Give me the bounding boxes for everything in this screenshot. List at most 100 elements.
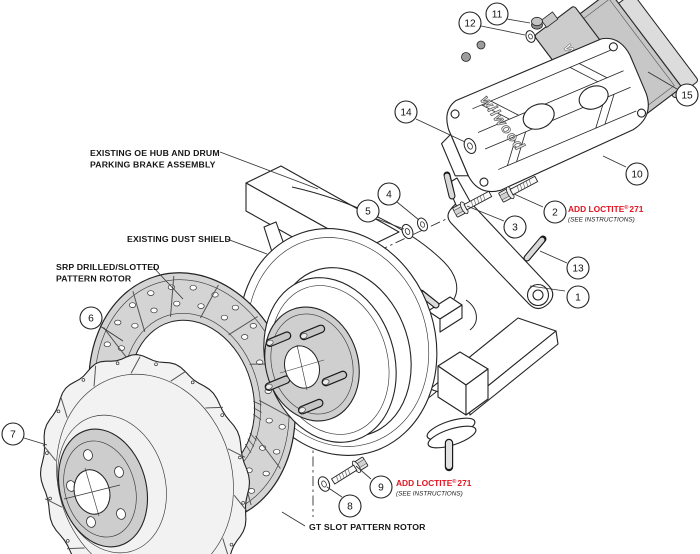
leader-15	[647, 71, 678, 90]
bolt-2	[498, 175, 539, 203]
gt-bolt-holes	[66, 449, 126, 528]
callout-3	[503, 215, 527, 239]
rotor-slot	[228, 316, 258, 336]
callout-14-number: 14	[400, 108, 412, 119]
rim-dimple	[45, 451, 49, 455]
callout-6-number: 6	[88, 314, 94, 325]
loctite-upper-pre: ADD LOCTITE	[568, 204, 625, 214]
gt-slot	[227, 448, 246, 458]
loctite-lower-reg: ®	[452, 478, 457, 485]
callout-4	[377, 182, 401, 206]
callout-12-number: 12	[464, 19, 476, 30]
bolt-3-thread	[470, 200, 474, 207]
rim-dimple	[115, 361, 120, 366]
gt-bolt-hole	[83, 449, 93, 461]
bolt-9-thread	[344, 470, 348, 477]
drill-hole	[147, 290, 155, 296]
stud-tip	[266, 339, 274, 346]
bolt-2-thread	[519, 184, 523, 190]
loctite-lower-pre: ADD LOCTITE	[396, 478, 453, 488]
gt-bolt-hole	[116, 508, 126, 520]
rotor-slot	[199, 284, 219, 319]
gt-slot	[222, 538, 229, 554]
leader-lines	[23, 18, 678, 527]
drill-hole	[241, 334, 249, 340]
vane-hatch	[253, 400, 262, 406]
pad1-tab-left	[540, 11, 559, 29]
callout-15-number: 15	[681, 91, 693, 102]
text-labels: EXISTING OE HUB AND DRUM PARKING BRAKE A…	[56, 148, 644, 532]
wheel-studs	[264, 324, 348, 415]
leader-5	[376, 218, 405, 230]
gt-bore-crosshair-v	[84, 467, 100, 517]
callout-13	[566, 256, 590, 280]
caliper-bolt-br	[636, 108, 647, 118]
bolt-3-thread	[482, 194, 486, 201]
drill-hole	[150, 307, 158, 314]
gt-bolt-hole	[86, 516, 96, 528]
gt-dimples	[45, 361, 245, 547]
label-srp-line2: PATTERN ROTOR	[56, 274, 132, 284]
bolt-3-thread	[473, 199, 477, 205]
bracket-boss-hole	[532, 289, 544, 301]
gt-slot	[42, 444, 57, 462]
rim-dimple	[229, 542, 234, 547]
callout-2	[543, 200, 567, 224]
leader-2	[513, 193, 544, 208]
leader-8	[326, 486, 343, 498]
note-loctite-lower: ADD LOCTITE®271	[396, 478, 472, 488]
gt-slot	[130, 356, 141, 374]
gt-slot	[60, 397, 68, 418]
bleed-screw-2	[476, 40, 486, 50]
mount-block-right	[465, 368, 489, 416]
bolt-9-thread	[341, 472, 345, 479]
drill-hole	[265, 417, 273, 424]
drill-hole	[128, 302, 137, 308]
leader-label-srp	[152, 266, 184, 300]
gt-band-inner	[56, 373, 234, 554]
caliper-inlet-block	[441, 133, 469, 177]
hub-bore-crosshair-v	[296, 344, 308, 391]
rim-dimple	[190, 380, 195, 385]
callout-5	[356, 199, 380, 223]
leader-3	[466, 205, 505, 222]
stud-tip	[265, 383, 273, 390]
bolt-2-thread	[525, 180, 529, 187]
callout-2-number: 2	[552, 208, 558, 219]
drill-hole	[249, 323, 257, 329]
label-dust-shield: EXISTING DUST SHIELD	[127, 234, 231, 244]
axle-bracket-assembly	[417, 289, 559, 472]
drill-hole	[173, 300, 181, 307]
caliper-piston-1	[522, 103, 555, 130]
drill-hole	[114, 319, 122, 326]
drill-hole	[220, 314, 228, 321]
caliper-bolt-bl	[479, 177, 489, 187]
vane-hatch	[249, 432, 257, 441]
washer-12-bore	[528, 33, 533, 40]
callout-11-number: 11	[492, 10, 503, 21]
vane-hatch	[247, 438, 255, 447]
callout-1-number: 1	[575, 293, 581, 304]
leader-13	[539, 250, 568, 264]
callout-5-number: 5	[365, 207, 371, 218]
rim-dimple	[154, 362, 158, 366]
bolt-9	[330, 456, 369, 485]
cap-nut-11-top	[531, 16, 543, 27]
callout-9-number: 9	[378, 483, 384, 494]
drill-hole	[262, 470, 270, 477]
drill-hole	[231, 304, 239, 311]
bolt-2-thread	[516, 185, 520, 192]
callout-13-number: 13	[572, 264, 584, 275]
bolt-3-thread	[476, 197, 480, 204]
callout-15	[675, 83, 699, 107]
callouts: 1 2 3 4 5 6 7 8 9 10 11 12 13 14 15	[1, 2, 699, 518]
gt-slot	[233, 494, 248, 512]
drum-hub-assembly	[263, 267, 412, 443]
rotor-slot	[255, 435, 281, 469]
rim-dimple	[56, 409, 61, 414]
rim-dimple	[238, 455, 242, 460]
hanger-hook	[465, 299, 477, 331]
callout-9	[369, 475, 393, 499]
